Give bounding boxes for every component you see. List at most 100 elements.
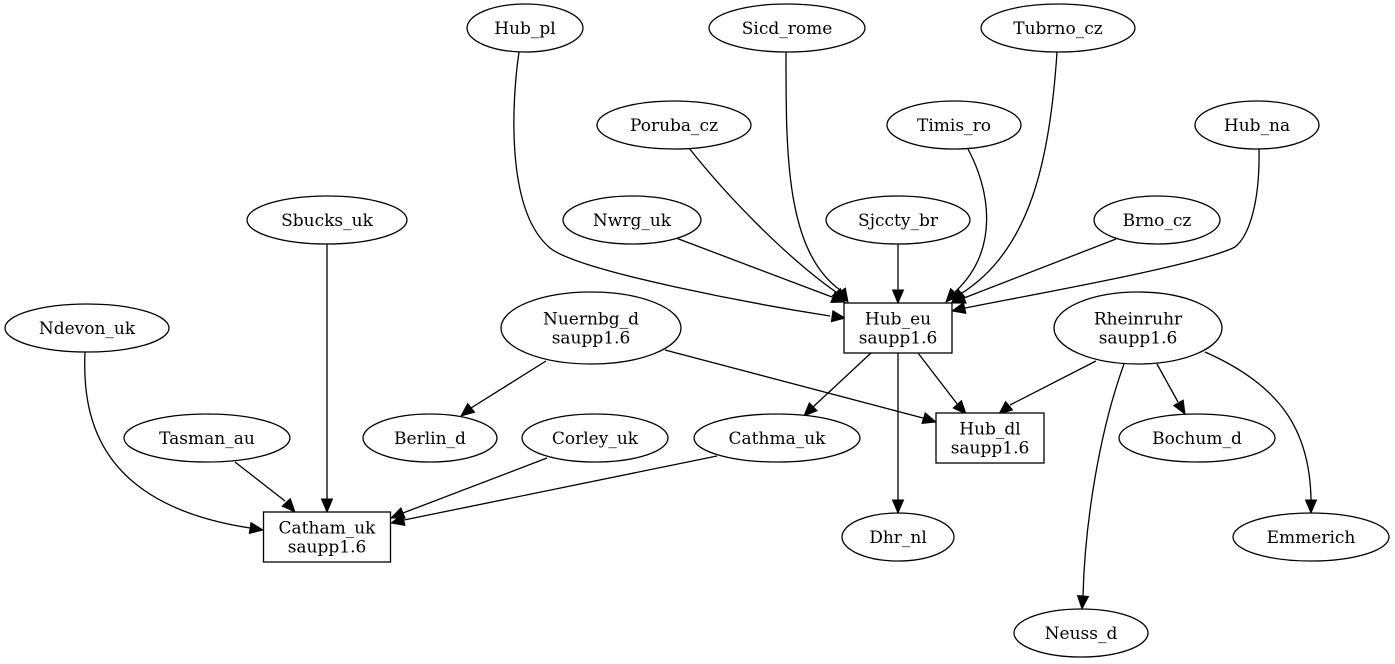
edge-nuernbg-d-to-berlin-d (459, 360, 547, 417)
node-sublabel: saupp1.6 (288, 538, 367, 558)
edge-line (688, 147, 837, 293)
node-berlin-d[interactable]: Berlin_d (362, 413, 498, 463)
node-ellipse (521, 413, 669, 463)
edge-line (785, 51, 841, 291)
edge-line (1204, 351, 1312, 501)
node-sbucks-uk[interactable]: Sbucks_uk (246, 195, 408, 245)
node-ndevon-uk[interactable]: Ndevon_uk (4, 303, 170, 353)
node-nwrg-uk[interactable]: Nwrg_uk (562, 195, 702, 245)
node-ellipse (980, 3, 1136, 53)
node-bochum-d[interactable]: Bochum_d (1118, 413, 1276, 463)
edge-line (84, 351, 251, 529)
node-label: Nwrg_uk (593, 211, 672, 231)
node-poruba-cz[interactable]: Poruba_cz (596, 100, 752, 150)
edge-line (964, 148, 1260, 309)
node-sjccty-br[interactable]: Sjccty_br (825, 195, 971, 245)
edge-rheinruhr-to-bochum-d (1156, 363, 1186, 416)
edge-hub-eu-to-cathma-uk (803, 352, 872, 417)
arrow-head-icon (1304, 499, 1318, 515)
edge-nwrg-uk-to-hub-eu (675, 237, 847, 303)
edge-line (954, 148, 988, 293)
edge-tubrno-cz-to-hub-eu (951, 51, 1058, 303)
node-cathma-uk[interactable]: Cathma_uk (693, 413, 861, 463)
arrow-head-icon (950, 301, 967, 315)
node-label: Hub_pl (494, 19, 555, 39)
node-ellipse (1013, 608, 1149, 658)
node-neuss-d[interactable]: Neuss_d (1013, 608, 1149, 658)
node-ellipse (4, 303, 170, 353)
edge-rheinruhr-to-neuss-d (1076, 363, 1125, 611)
edge-line (1156, 363, 1179, 403)
node-ellipse (1232, 512, 1390, 562)
node-emmerich[interactable]: Emmerich (1232, 512, 1390, 562)
edge-line (664, 349, 924, 419)
node-ellipse (708, 3, 866, 53)
node-ellipse (123, 413, 291, 463)
arrow-head-icon (921, 412, 938, 425)
edge-hub-na-to-hub-eu (950, 148, 1260, 315)
node-timis-ro[interactable]: Timis_ro (886, 100, 1022, 150)
node-label: Hub_eu (865, 310, 931, 330)
arrow-head-icon (891, 289, 905, 305)
node-label: Brno_cz (1123, 211, 1192, 231)
node-ellipse (825, 195, 971, 245)
edge-poruba-cz-to-hub-eu (688, 147, 846, 303)
node-sicd-rome[interactable]: Sicd_rome (708, 3, 866, 53)
node-label: Berlin_d (394, 429, 466, 449)
arrow-head-icon (281, 497, 296, 513)
node-ellipse (1194, 100, 1320, 150)
node-ellipse (1093, 195, 1221, 245)
node-sublabel: saupp1.6 (552, 329, 631, 349)
node-label: Sjccty_br (858, 211, 939, 231)
node-label: Sbucks_uk (281, 211, 373, 231)
node-label: Rheinruhr (1094, 310, 1183, 330)
edge-timis-ro-to-hub-eu (945, 148, 988, 303)
node-label: Neuss_d (1045, 624, 1118, 644)
edge-cathma-uk-to-catham-uk (389, 455, 718, 527)
node-label: Corley_uk (552, 429, 639, 449)
node-sublabel: saupp1.6 (1099, 329, 1178, 349)
node-label: Catham_uk (279, 519, 377, 539)
node-label: Ndevon_uk (39, 319, 136, 339)
node-tubrno-cz[interactable]: Tubrno_cz (980, 3, 1136, 53)
edge-sbucks-uk-to-catham-uk (320, 244, 334, 514)
edge-rheinruhr-to-hub-dl (998, 360, 1097, 415)
node-dhr-nl[interactable]: Dhr_nl (841, 512, 955, 562)
node-brno-cz[interactable]: Brno_cz (1093, 195, 1221, 245)
node-sublabel: saupp1.6 (951, 439, 1030, 459)
arrow-head-icon (389, 513, 406, 527)
edge-hub-pl-to-hub-eu (513, 51, 847, 323)
node-label: Nuernbg_d (543, 310, 639, 330)
node-label: Tasman_au (159, 429, 255, 449)
node-label: Tubrno_cz (1013, 19, 1103, 39)
node-ellipse (841, 512, 955, 562)
node-hub-pl[interactable]: Hub_pl (466, 3, 584, 53)
node-label: Emmerich (1267, 528, 1356, 548)
node-label: Bochum_d (1152, 429, 1242, 449)
edge-nuernbg-d-to-hub-dl (664, 349, 938, 425)
edge-line (234, 461, 286, 502)
node-label: Hub_na (1224, 116, 1290, 136)
arrow-head-icon (320, 498, 334, 514)
node-label: Cathma_uk (729, 429, 827, 449)
node-tasman-au[interactable]: Tasman_au (123, 413, 291, 463)
node-label: Hub_dl (959, 420, 1020, 440)
edge-line (961, 51, 1058, 294)
arrow-head-icon (459, 402, 476, 417)
node-corley-uk[interactable]: Corley_uk (521, 413, 669, 463)
edge-line (963, 238, 1117, 299)
arrow-head-icon (998, 400, 1014, 415)
node-box (935, 412, 1045, 464)
node-ellipse (886, 100, 1022, 150)
node-ellipse (1118, 413, 1276, 463)
node-ellipse (693, 413, 861, 463)
arrow-head-icon (1076, 595, 1090, 611)
edge-line (1082, 363, 1125, 597)
node-hub-na[interactable]: Hub_na (1194, 100, 1320, 150)
